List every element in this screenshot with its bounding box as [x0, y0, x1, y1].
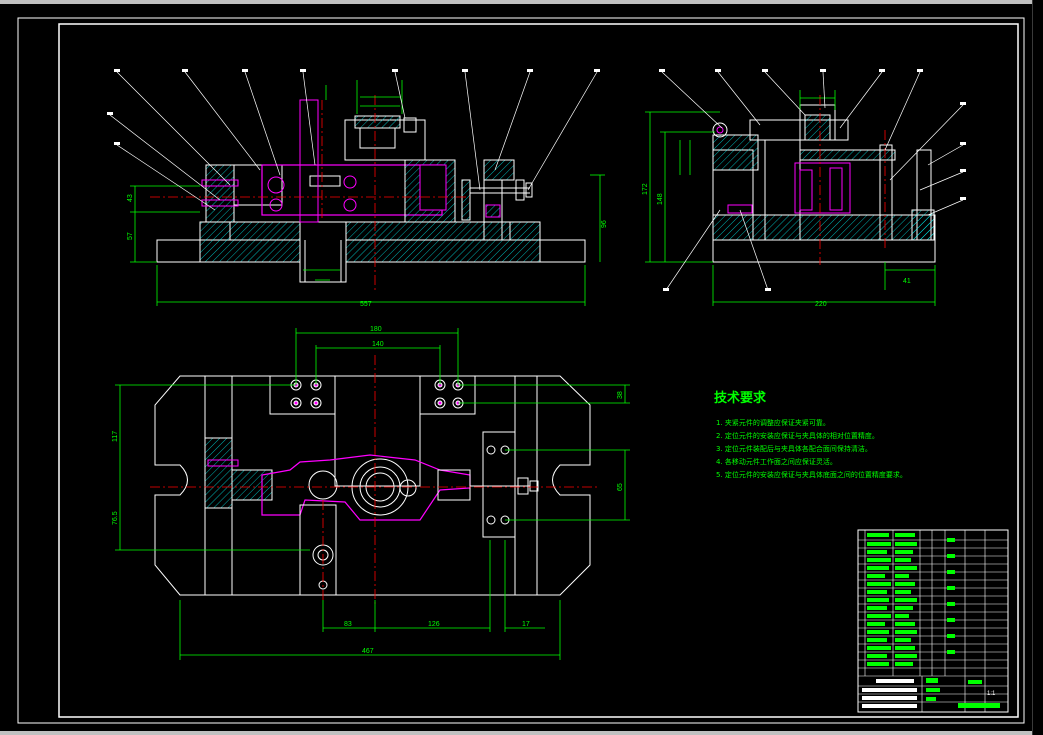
plan-right-mid-dim: 65	[617, 483, 624, 491]
window-bottom-edge	[0, 731, 1043, 735]
side-rod	[879, 144, 893, 241]
technical-requirements: 技术要求 1. 夹紧元件的调整应保证夹紧可靠。 2. 定位元件的安装应保证与夹具…	[714, 390, 907, 479]
plan-total-width-dim: 467	[362, 648, 374, 655]
front-height-left-upper-dim: 43	[127, 194, 134, 202]
plan-left-lower-dim: 76.5	[112, 511, 119, 525]
plan-base-outline	[154, 375, 591, 596]
side-sub-width-dim: 41	[903, 278, 911, 285]
front-height-left-lower-dim: 57	[127, 232, 134, 240]
side-view: 220 41 172 148	[642, 69, 966, 308]
tech-req-item: 2. 定位元件的安装应保证与夹具体的相对位置精度。	[716, 431, 879, 440]
side-height-outer-dim: 172	[642, 183, 649, 195]
outer-border	[17, 17, 1025, 724]
plan-right-clamp	[482, 431, 516, 538]
tech-req-item: 1. 夹紧元件的调整应保证夹紧可靠。	[716, 418, 830, 427]
tech-req-item: 4. 各移动元件工作面之间应保证灵活。	[716, 457, 837, 466]
tech-req-item: 3. 定位元件装配后与夹具体各配合面间保持清洁。	[716, 444, 872, 453]
front-height-right-dim: 96	[601, 220, 608, 228]
front-view: 557 96 43 57	[107, 69, 608, 308]
side-base	[712, 239, 936, 263]
plan-right-upper-dim: 38	[617, 391, 624, 399]
title-block: 1:1	[857, 529, 1009, 713]
scale-label: 1:1	[987, 691, 996, 697]
parts-list-table	[857, 529, 1009, 713]
plan-view: 180 140 117 76.5 38 65 467 83 126 17	[112, 326, 630, 660]
side-width-dim: 220	[815, 301, 827, 308]
side-height-inner-dim: 148	[657, 193, 664, 205]
plan-bottom-b-dim: 126	[428, 621, 440, 628]
inner-border	[58, 23, 1019, 718]
plan-bottom-a-dim: 83	[344, 621, 352, 628]
plan-top-inner-dim: 140	[372, 341, 384, 348]
plan-top-outer-dim: 180	[370, 326, 382, 333]
front-width-dim: 557	[360, 301, 372, 308]
tech-req-title: 技术要求	[714, 390, 767, 406]
front-right-clamp	[483, 159, 515, 181]
front-center-post	[299, 221, 347, 283]
front-column	[299, 99, 319, 223]
plan-center-block	[334, 375, 421, 487]
tech-req-item: 5. 定位元件的安装应保证与夹具体底面之间的位置精度要求。	[716, 470, 907, 479]
window-right-scroll-edge[interactable]	[1032, 0, 1043, 735]
plan-left-upper-dim: 117	[112, 431, 119, 442]
front-left-block	[205, 164, 235, 223]
plan-bottom-c-dim: 17	[522, 621, 530, 628]
side-workpiece	[794, 162, 851, 214]
window-top-edge	[0, 0, 1043, 4]
